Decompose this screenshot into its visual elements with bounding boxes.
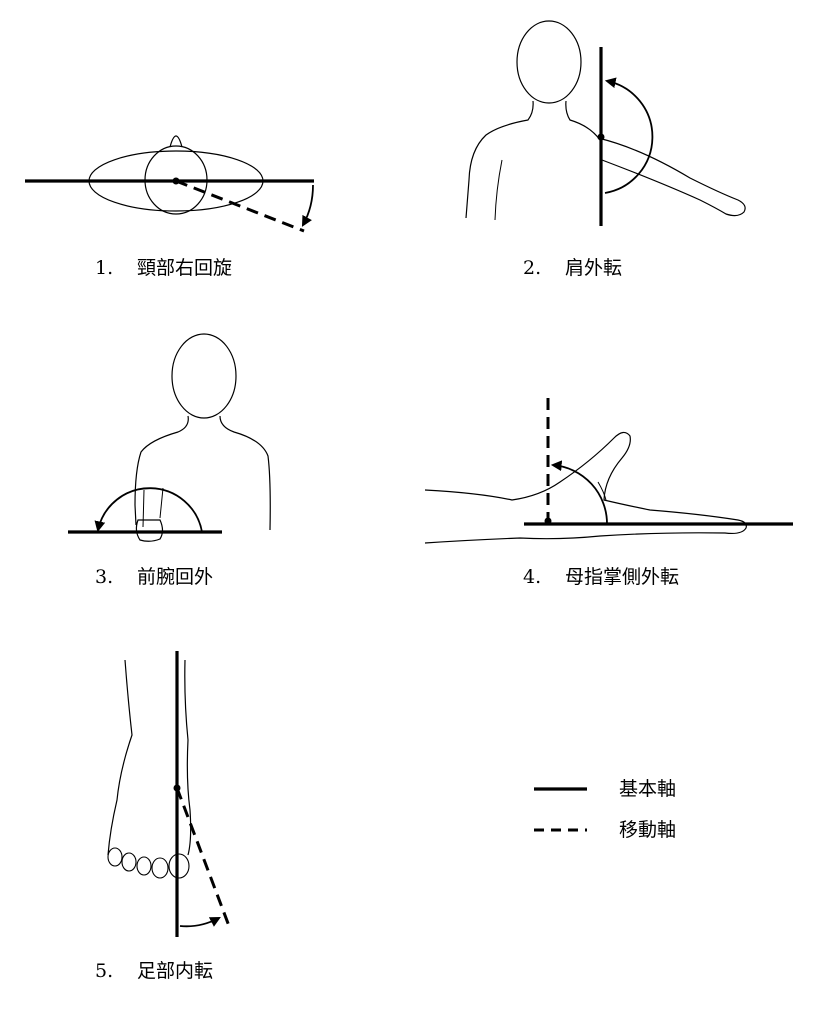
- abduction-arc-arrow: [604, 77, 654, 194]
- caption-number: 3.: [95, 566, 114, 588]
- caption-number: 1.: [95, 257, 114, 279]
- caption-label: 肩外転: [565, 257, 623, 279]
- pivot-point: [173, 784, 181, 792]
- figure-2-shoulder-abduction: [465, 20, 746, 226]
- foot-left-outline: [107, 659, 133, 856]
- caption-figure-5: 5. 足部内転: [95, 960, 213, 982]
- right-shoulder-outline: [219, 415, 271, 531]
- left-shoulder-outline: [465, 100, 534, 219]
- arm-outline: [597, 137, 746, 217]
- caption-figure-1: 1. 頸部右回旋: [95, 257, 232, 279]
- caption-label: 頸部右回旋: [137, 257, 233, 279]
- head-outline: [171, 333, 237, 419]
- caption-number: 2.: [523, 257, 542, 279]
- abduction-arc-arrow: [550, 460, 608, 525]
- legend-moving-axis-label: 移動軸: [619, 819, 677, 841]
- rotation-arc-arrow: [301, 184, 314, 227]
- toes: [107, 847, 190, 879]
- nose-outline: [169, 135, 183, 148]
- figure-3-forearm-supination: [68, 333, 271, 542]
- thumb-crease: [597, 481, 607, 501]
- pivot-point: [597, 133, 605, 141]
- hand-outline: [424, 431, 747, 544]
- figure-4-thumb-abduction: [424, 398, 793, 544]
- caption-figure-4: 4. 母指掌側外転: [523, 566, 679, 588]
- torso-line: [494, 159, 503, 221]
- forearm-left-line: [142, 489, 145, 528]
- caption-number: 4.: [523, 566, 542, 588]
- legend-basic-axis-label: 基本軸: [619, 778, 677, 800]
- legend: [534, 787, 587, 832]
- moving-axis-line: [175, 787, 231, 927]
- figure-1-neck-rotation: [25, 135, 314, 233]
- pivot-point: [544, 517, 552, 525]
- caption-figure-2: 2. 肩外転: [523, 257, 622, 279]
- figure-5-foot-adduction: [107, 651, 231, 937]
- moving-axis-line: [175, 179, 305, 233]
- foot-right-outline: [184, 659, 192, 856]
- left-shoulder-outline: [134, 415, 189, 526]
- head-outline: [516, 20, 582, 104]
- supination-arc-arrow: [94, 487, 203, 533]
- caption-number: 5.: [95, 960, 114, 982]
- caption-label: 前腕回外: [137, 566, 214, 588]
- pivot-point: [172, 177, 180, 185]
- caption-label: 母指掌側外転: [565, 566, 680, 588]
- caption-figure-3: 3. 前腕回外: [95, 566, 213, 588]
- caption-label: 足部内転: [137, 960, 214, 982]
- adduction-arc-arrow: [179, 916, 221, 928]
- right-shoulder-outline: [565, 100, 601, 141]
- forearm-right-line: [159, 487, 164, 519]
